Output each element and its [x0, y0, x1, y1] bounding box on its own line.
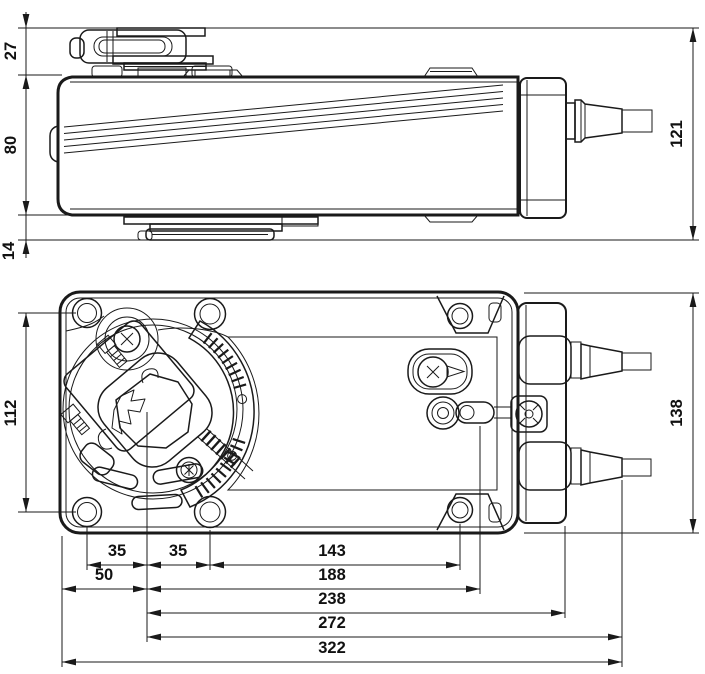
dim-label-27: 27 [2, 42, 20, 60]
clamp-insert [111, 389, 146, 435]
face-panel-outline [226, 336, 498, 491]
push-button [426, 396, 460, 430]
universal-clamp [97, 352, 213, 468]
dim-label-238: 238 [318, 590, 346, 608]
clamp-bolt-upper [96, 334, 128, 369]
dim-label-188: 188 [318, 566, 346, 584]
clamp-bolt-lower [60, 403, 91, 436]
cable-side [621, 109, 653, 133]
shaft-clamp-side [69, 27, 233, 78]
mode-selector [407, 348, 473, 395]
dim-label-272: 272 [318, 614, 346, 632]
plan-view-dimensions: 112 138 35 35 143 50 188 238 272 322 [2, 292, 699, 667]
release-clip [79, 442, 115, 476]
position-indicator-scale [179, 320, 255, 508]
housing-slots [79, 442, 204, 511]
anti-rotation-foot-side [123, 216, 319, 241]
dim-label-143: 143 [318, 542, 346, 560]
mounting-tabs [436, 295, 505, 531]
dim-label-138: 138 [668, 399, 686, 427]
clamp-boss-outer [62, 318, 244, 500]
cable-top [621, 352, 652, 371]
plan-view [58, 290, 652, 535]
dim-label-121: 121 [668, 120, 686, 148]
dim-label-50: 50 [95, 566, 113, 584]
test-slot [455, 401, 512, 424]
cable-gland-top [518, 335, 652, 385]
housing-body-side [49, 67, 520, 223]
cable-gland-side [565, 99, 653, 143]
dim-label-322: 322 [318, 639, 346, 657]
end-cap-side [519, 77, 567, 219]
side-view-dimensions: 27 80 14 121 [0, 12, 699, 260]
selector-pointer [446, 365, 466, 378]
dim-label-80: 80 [2, 136, 20, 154]
dim-label-14: 14 [0, 241, 18, 260]
cable-bottom [621, 458, 652, 477]
cable-gland-bottom [518, 441, 652, 491]
dim-label-35a: 35 [108, 542, 126, 560]
end-cap-plan [517, 302, 567, 524]
side-view [49, 27, 653, 241]
scale-screw [175, 456, 203, 484]
dim-label-112: 112 [2, 400, 20, 427]
edge-screw-bracket [510, 395, 548, 433]
dim-label-35b: 35 [169, 542, 187, 560]
